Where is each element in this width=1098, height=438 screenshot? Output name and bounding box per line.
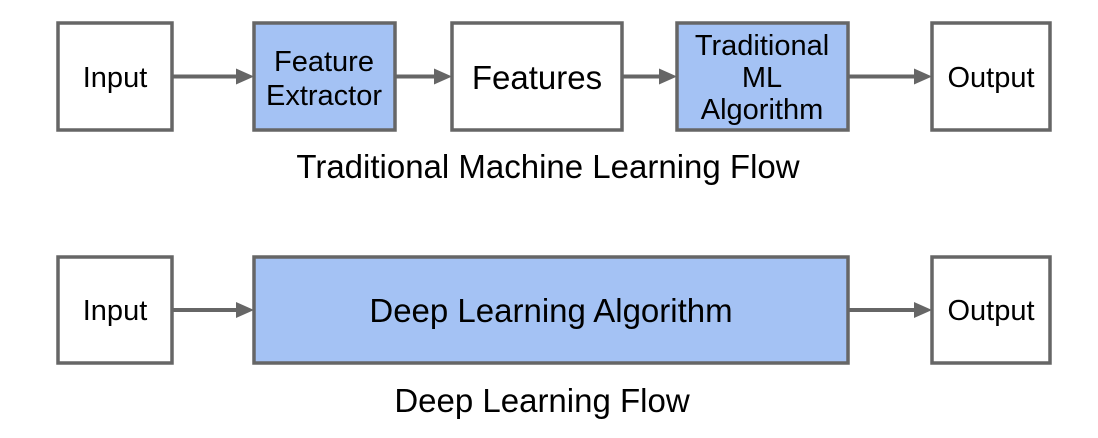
node-output-traditional: Output	[930, 21, 1052, 132]
arrowhead-icon	[914, 68, 932, 85]
deep-learning-box	[252, 255, 850, 365]
feature-extractor-label-line2: Extractor	[266, 80, 382, 112]
feature-extractor-box	[252, 21, 397, 132]
output-box	[930, 21, 1052, 132]
traditional-ml-box	[675, 21, 850, 132]
traditional-flow-caption: Traditional Machine Learning Flow	[296, 148, 799, 185]
traditional-ml-label-line2: ML	[742, 62, 782, 94]
node-traditional-ml-algorithm: Traditional ML Algorithm	[675, 21, 850, 132]
arrowhead-icon	[659, 68, 677, 85]
output-box	[930, 255, 1052, 365]
arrowhead-icon	[236, 302, 254, 318]
node-feature-extractor: Feature Extractor	[252, 21, 397, 132]
feature-extractor-label-line1: Feature	[274, 46, 374, 78]
deep-learning-flow-row: Input Deep Learning Algorithm Output Dee…	[56, 255, 1052, 419]
traditional-ml-label-line1: Traditional	[695, 30, 829, 62]
arrow-traditional-ml-to-output	[848, 68, 932, 85]
node-features: Features	[450, 21, 624, 132]
traditional-flow-row: Input Feature Extractor Features	[56, 21, 1052, 185]
features-box	[450, 21, 624, 132]
node-input-deep: Input	[56, 255, 174, 365]
features-label: Features	[472, 59, 602, 96]
input-box	[56, 21, 174, 132]
node-output-deep: Output	[930, 255, 1052, 365]
arrow-features-to-traditional-ml	[622, 68, 677, 85]
arrowhead-icon	[914, 302, 932, 318]
input-label: Input	[83, 62, 148, 94]
output-label: Output	[947, 62, 1034, 94]
output-label: Output	[947, 295, 1034, 327]
arrow-input-to-deep-learning	[172, 302, 254, 318]
traditional-ml-label-line3: Algorithm	[701, 94, 824, 126]
node-input-traditional: Input	[56, 21, 174, 132]
input-label: Input	[83, 295, 148, 327]
deep-learning-flow-caption: Deep Learning Flow	[394, 382, 690, 419]
input-box	[56, 255, 174, 365]
arrowhead-icon	[236, 68, 254, 85]
deep-learning-label: Deep Learning Algorithm	[369, 292, 732, 329]
arrow-feature-extractor-to-features	[395, 68, 452, 85]
arrow-input-to-feature-extractor	[172, 68, 254, 85]
arrow-deep-learning-to-output	[848, 302, 932, 318]
node-deep-learning-algorithm: Deep Learning Algorithm	[252, 255, 850, 365]
arrowhead-icon	[434, 68, 452, 85]
